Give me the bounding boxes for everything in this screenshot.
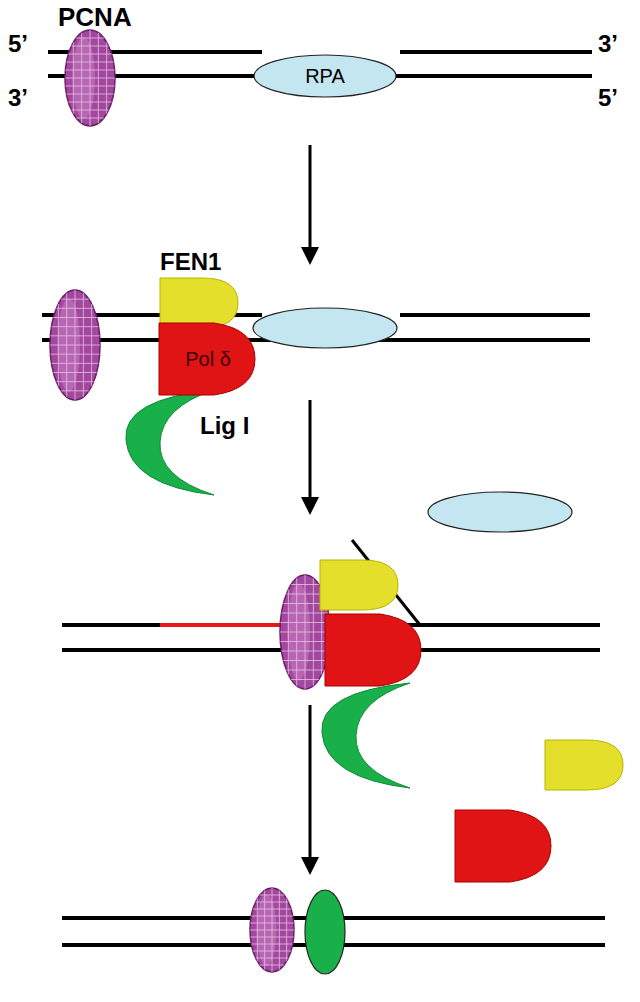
fen1-protein: [320, 560, 398, 610]
ligase-protein: [322, 683, 410, 788]
step-arrow: [309, 705, 312, 859]
fen1-label: FEN1: [160, 248, 224, 276]
step-arrow: [309, 145, 312, 249]
protein-name: Lig I: [200, 412, 252, 440]
pcna-label: PCNA: [58, 2, 134, 33]
strand-end-label: 3’: [8, 84, 28, 112]
step-arrowhead: [301, 247, 319, 265]
new-dna: [160, 623, 292, 627]
pcna-ring: [250, 888, 294, 972]
step-arrow: [309, 400, 312, 499]
fen1-protein: [545, 740, 623, 790]
protein-name: Pol δ: [185, 348, 231, 371]
protein-name: FEN1: [160, 248, 224, 276]
pcna-ring: [50, 290, 100, 400]
fen1-protein: [160, 278, 238, 328]
pcna-ring: [65, 30, 115, 126]
dna-strand: [62, 623, 160, 627]
pol-delta-protein: Pol δ: [158, 322, 258, 396]
strand-end-label: 5’: [598, 84, 618, 112]
pol-delta-protein: [455, 810, 551, 882]
strand-end-label: 5’: [8, 30, 28, 58]
ligase-protein: [126, 390, 214, 495]
protein-name: PCNA: [58, 2, 134, 33]
step-arrowhead: [301, 857, 319, 875]
ligase-protein: [305, 890, 345, 974]
strand-end-label: 3’: [598, 30, 618, 58]
pol-delta-protein: [325, 614, 421, 686]
dna-strand: [400, 50, 592, 54]
rpa-protein: [253, 308, 397, 348]
rpa-protein: [428, 492, 572, 532]
lig-label: Lig I: [200, 412, 252, 440]
protein-name: RPA: [305, 65, 345, 88]
rpa-protein: RPA: [253, 54, 397, 98]
dna-strand: [400, 313, 590, 317]
step-arrowhead: [301, 497, 319, 515]
